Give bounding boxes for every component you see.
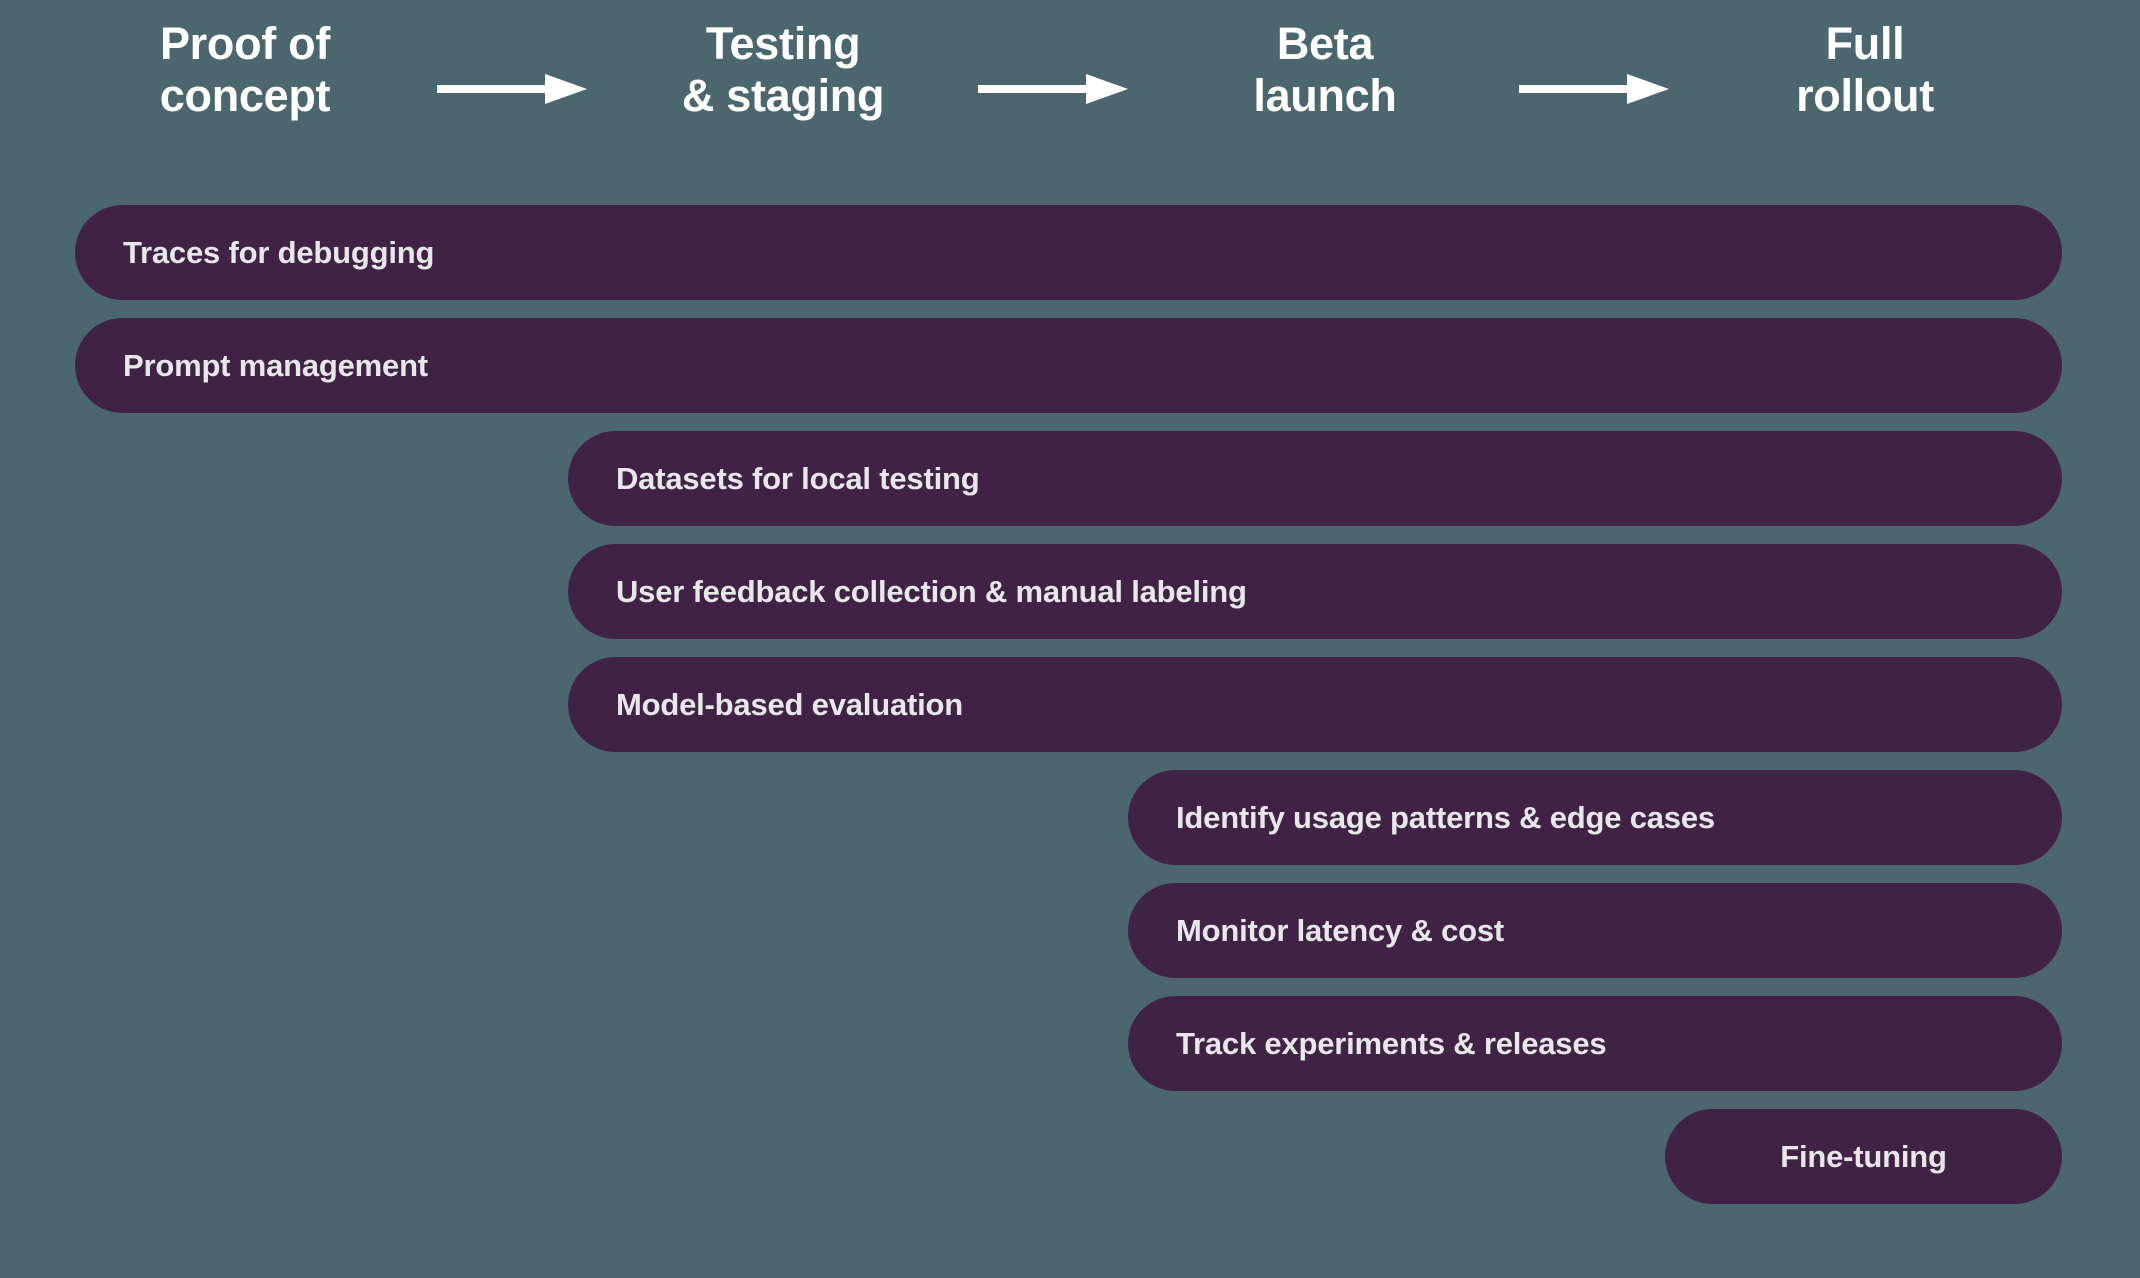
- stage-label-line2: rollout: [1796, 69, 1934, 121]
- capability-bar-label: Traces for debugging: [123, 234, 435, 270]
- capability-bar-label: Datasets for local testing: [616, 460, 980, 496]
- capability-bar-label: Identify usage patterns & edge cases: [1176, 799, 1715, 835]
- capability-bar-monitor-latency-and-cost[interactable]: Monitor latency & cost: [1128, 883, 2062, 978]
- stage-label-testing-and-staging: Testing& staging: [613, 18, 953, 122]
- capability-bar-label: User feedback collection & manual labeli…: [616, 573, 1247, 609]
- arrow-right-icon: [437, 74, 587, 104]
- stage-label-line2: concept: [159, 69, 331, 121]
- capability-bar-fine-tuning[interactable]: Fine-tuning: [1665, 1109, 2062, 1204]
- capability-bar-datasets-for-local-testing[interactable]: Datasets for local testing: [568, 431, 2062, 526]
- capability-bar-label: Prompt management: [123, 347, 428, 383]
- stage-label-line2: launch: [1253, 69, 1397, 121]
- stage-label-line1: Beta: [1276, 18, 1374, 69]
- arrow-right-icon: [978, 74, 1128, 104]
- capability-bar-label: Track experiments & releases: [1176, 1025, 1607, 1061]
- stage-label-line2: & staging: [681, 69, 885, 121]
- capability-bar-label: Monitor latency & cost: [1176, 912, 1505, 948]
- capability-bar-identify-usage-patterns-and-edge-cases[interactable]: Identify usage patterns & edge cases: [1128, 770, 2062, 865]
- stage-label-line1: Proof of: [159, 18, 331, 69]
- capability-bar-track-experiments-and-releases[interactable]: Track experiments & releases: [1128, 996, 2062, 1091]
- capability-bar-user-feedback-collection-and-manual-labeling[interactable]: User feedback collection & manual labeli…: [568, 544, 2062, 639]
- capability-bar-model-based-evaluation[interactable]: Model-based evaluation: [568, 657, 2062, 752]
- stage-label-line1: Full: [1825, 18, 1905, 69]
- capability-bar-label: Fine-tuning: [1780, 1138, 1947, 1174]
- capability-bar-traces-for-debugging[interactable]: Traces for debugging: [75, 205, 2062, 300]
- capability-bar-label: Model-based evaluation: [616, 686, 963, 722]
- arrow-right-icon: [1519, 74, 1669, 104]
- stage-label-line1: Testing: [705, 18, 861, 69]
- capability-bar-prompt-management[interactable]: Prompt management: [75, 318, 2062, 413]
